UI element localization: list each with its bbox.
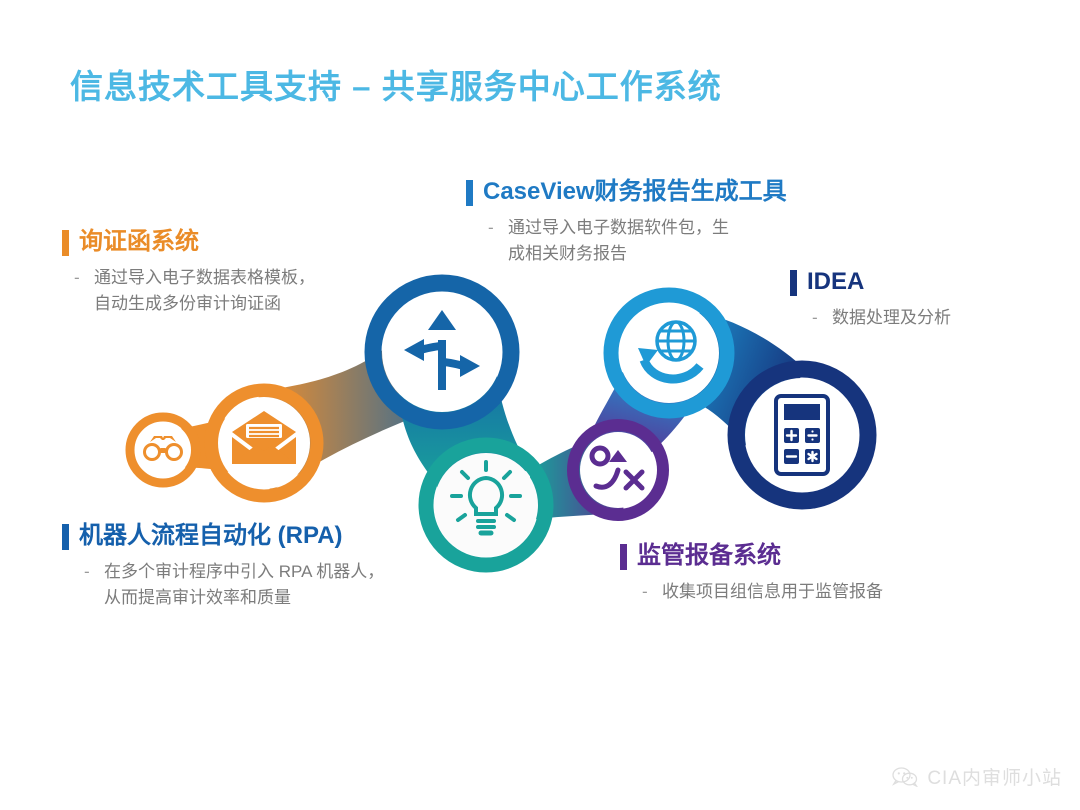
node-strategy[interactable]: [567, 419, 669, 521]
watermark-text: CIA内审师小站: [927, 768, 1062, 789]
callout-heading: 监管报备系统: [620, 542, 883, 570]
strategy-icon: [589, 445, 645, 491]
accent-bar-icon: [62, 230, 69, 256]
connector-branching-lightbulb: [398, 352, 530, 492]
wechat-icon: [892, 766, 919, 787]
connector-strategy-globe: [588, 352, 712, 452]
bullet-dash: -: [642, 581, 648, 601]
callout-caseview-tool: CaseView财务报告生成工具 - 通过导入电子数据软件包，生 成相关财务报告: [466, 178, 787, 267]
bullet-dash: -: [488, 217, 494, 237]
callout-body-text: 收集项目组信息用于监管报备: [662, 581, 883, 601]
branch-arrows-icon: [404, 310, 480, 390]
callout-body-text: 在多个审计程序中引入 RPA 机器人， 从而提高审计效率和质量: [104, 561, 385, 607]
callout-heading-text: 监管报备系统: [637, 542, 781, 569]
bullet-dash: -: [812, 307, 818, 327]
callout-heading-text: 机器人流程自动化 (RPA): [79, 522, 343, 549]
callout-body: - 在多个审计程序中引入 RPA 机器人， 从而提高审计效率和质量: [62, 559, 384, 612]
node-envelope[interactable]: [204, 383, 324, 503]
callout-heading: 机器人流程自动化 (RPA): [62, 522, 384, 550]
callout-body: - 通过导入电子数据软件包，生 成相关财务报告: [466, 215, 787, 268]
lightbulb-icon: [450, 460, 522, 536]
connector-lightbulb-strategy: [530, 430, 624, 520]
connector-envelope-branching: [258, 300, 470, 492]
globe-arrow-icon: [638, 320, 704, 384]
callout-heading: 询证函系统: [62, 228, 315, 256]
bullet-dash: -: [84, 561, 90, 581]
callout-heading-text: IDEA: [807, 268, 865, 295]
bullet-dash: -: [74, 267, 80, 287]
page-title: 信息技术工具支持 – 共享服务中心工作系统: [70, 68, 722, 105]
callout-body-text: 通过导入电子数据软件包，生 成相关财务报告: [508, 217, 729, 263]
callout-body-text: 通过导入电子数据表格模板， 自动生成多份审计询证函: [94, 267, 315, 313]
callout-heading: CaseView财务报告生成工具: [466, 178, 787, 206]
chain-connectors: [163, 300, 806, 520]
watermark: CIA内审师小站: [892, 763, 1062, 790]
connector-globe-calculator: [672, 312, 806, 448]
node-branching-arrows[interactable]: [364, 274, 520, 430]
accent-bar-icon: [62, 524, 69, 550]
connector-binoculars-envelope: [163, 404, 264, 482]
node-lightbulb[interactable]: [418, 437, 554, 573]
calculator-icon: [774, 394, 830, 476]
callout-body-text: 数据处理及分析: [832, 307, 951, 327]
callout-confirmation-letter-system: 询证函系统 - 通过导入电子数据表格模板， 自动生成多份审计询证函: [62, 228, 315, 317]
callout-body: - 收集项目组信息用于监管报备: [620, 579, 883, 605]
callout-heading-text: 询证函系统: [79, 228, 199, 255]
callout-idea: IDEA - 数据处理及分析: [790, 268, 951, 331]
callout-rpa: 机器人流程自动化 (RPA) - 在多个审计程序中引入 RPA 机器人， 从而提…: [62, 522, 384, 611]
envelope-icon: [232, 411, 296, 464]
accent-bar-icon: [790, 270, 797, 296]
callout-body: - 通过导入电子数据表格模板， 自动生成多份审计询证函: [62, 265, 315, 318]
binoculars-icon: [143, 436, 183, 461]
accent-bar-icon: [620, 544, 627, 570]
node-calculator[interactable]: [727, 360, 877, 510]
callout-heading: IDEA: [790, 268, 951, 296]
accent-bar-icon: [466, 180, 473, 206]
node-binoculars[interactable]: [125, 412, 201, 488]
node-globe[interactable]: [603, 287, 735, 419]
callout-heading-text: CaseView财务报告生成工具: [483, 178, 787, 205]
callout-regulatory-filing-system: 监管报备系统 - 收集项目组信息用于监管报备: [620, 542, 883, 605]
callout-body: - 数据处理及分析: [790, 305, 951, 331]
